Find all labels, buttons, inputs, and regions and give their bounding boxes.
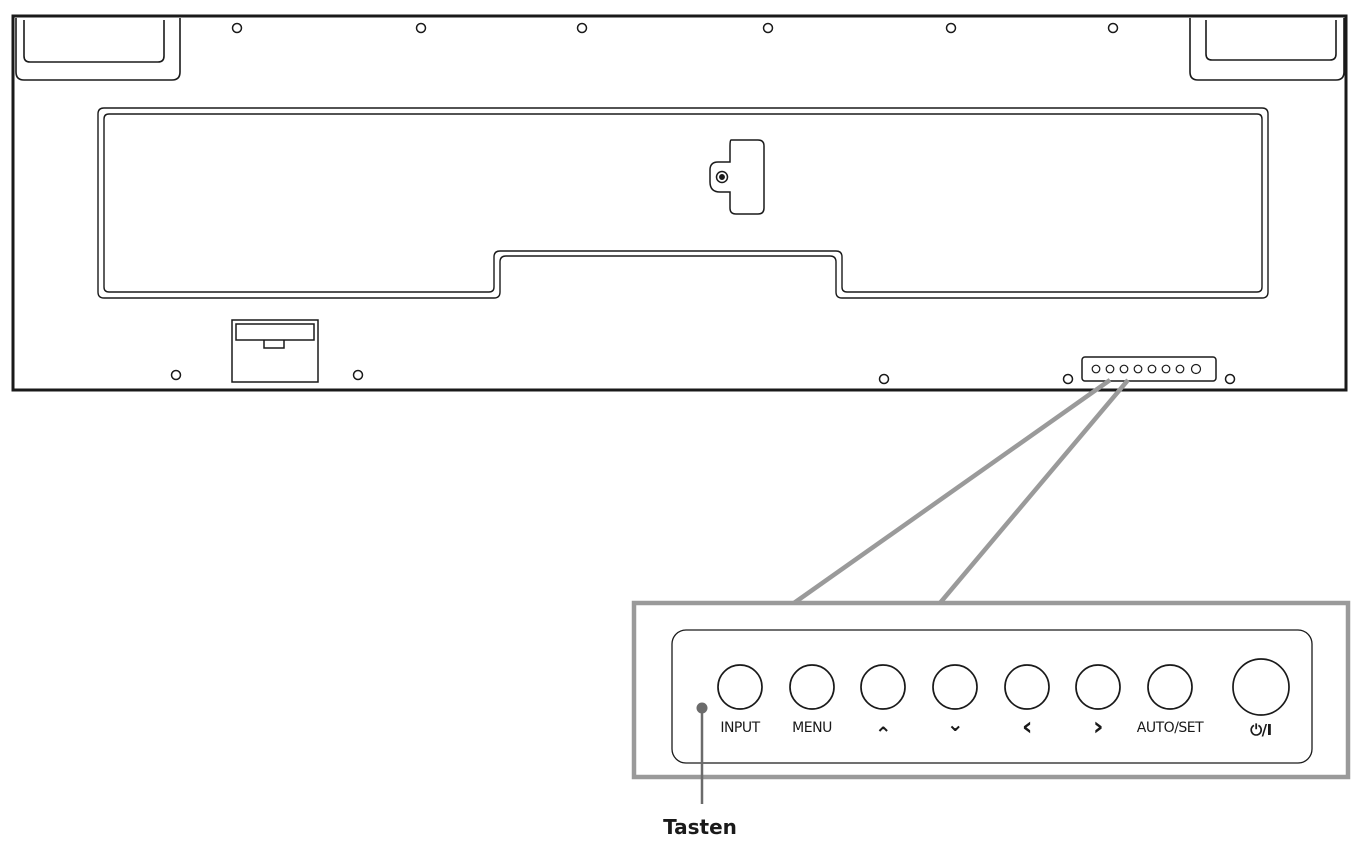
control-button-strip (1081, 356, 1217, 382)
right-arrow-icon: › (1092, 712, 1104, 742)
tasten-callout (696, 702, 708, 804)
top-screw-holes (231, 22, 1119, 34)
menu-button[interactable] (789, 664, 835, 710)
panel-buttons (717, 658, 1290, 716)
zoom-callout-lines (792, 378, 1130, 605)
up-button[interactable] (860, 664, 906, 710)
left-corner-bracket (15, 18, 181, 81)
left-button[interactable] (1004, 664, 1050, 710)
power-icon: ⏻/I (1250, 721, 1272, 739)
right-button[interactable] (1075, 664, 1121, 710)
right-corner-bracket (1189, 18, 1345, 81)
zoom-panel (631, 600, 1351, 780)
left-arrow-icon: ‹ (1021, 712, 1033, 742)
tasten-label: Tasten (663, 815, 737, 839)
menu-label: MENU (792, 720, 832, 736)
down-arrow-icon: ⌄ (946, 712, 964, 736)
zoom-panel-inner (671, 629, 1313, 764)
bottom-screw-holes (170, 369, 1236, 385)
auto-set-button[interactable] (1147, 664, 1193, 710)
center-mount-tab (709, 139, 765, 215)
input-label: INPUT (720, 720, 760, 736)
input-button[interactable] (717, 664, 763, 710)
port-block (231, 319, 319, 383)
power-button[interactable] (1232, 658, 1290, 716)
monitor-body (11, 14, 1348, 392)
auto-set-label: AUTO/SET (1136, 720, 1204, 736)
up-arrow-icon: ⌃ (874, 722, 892, 746)
rear-recess-panel (97, 107, 1269, 299)
down-button[interactable] (932, 664, 978, 710)
